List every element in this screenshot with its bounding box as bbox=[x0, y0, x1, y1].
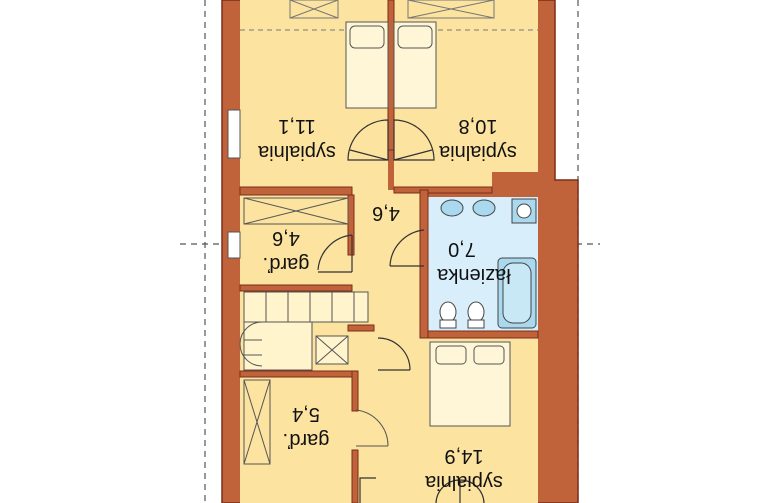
bathroom-area: 7,0 bbox=[448, 238, 476, 260]
bedroom-2-name: sypialnia bbox=[438, 141, 517, 163]
windows bbox=[227, 109, 241, 259]
doors-top bbox=[347, 119, 435, 161]
wardrobe-1-door bbox=[317, 234, 353, 273]
bedroom-3-name: sypialnia bbox=[424, 471, 503, 493]
wardrobe-2-fittings bbox=[243, 379, 389, 465]
window-left-2 bbox=[227, 231, 241, 259]
stairs bbox=[239, 291, 369, 371]
wardrobe-1-area: 4,6 bbox=[272, 227, 300, 249]
doors-bottom bbox=[359, 477, 485, 503]
bedroom-3-area: 14,9 bbox=[445, 445, 484, 467]
beds-top bbox=[345, 21, 437, 109]
hall-area: 4,6 bbox=[372, 202, 400, 224]
sink-1 bbox=[440, 199, 464, 217]
wardrobe-2-area: 5,4 bbox=[292, 403, 320, 425]
bed-3 bbox=[429, 341, 511, 427]
bathroom-fixtures bbox=[439, 198, 537, 329]
toilet-1 bbox=[439, 301, 457, 323]
bedroom-2-area: 10,8 bbox=[459, 115, 498, 137]
toilet-2 bbox=[467, 301, 485, 323]
wardrobe-2-floor bbox=[240, 375, 352, 503]
bedroom-1-name: sypialnia bbox=[257, 141, 336, 163]
wardrobe-1-shelf bbox=[243, 197, 349, 225]
skylights bbox=[240, 0, 538, 31]
bedroom-1-area: 11,1 bbox=[278, 115, 315, 137]
bathroom-door bbox=[389, 229, 425, 267]
hall-door bbox=[377, 337, 411, 371]
room-labels: sypialnia 11,1 sypialnia 10,8 4,6 garď. … bbox=[257, 115, 517, 493]
wardrobe-1-name: garď. bbox=[263, 253, 310, 275]
window-left-1 bbox=[227, 109, 241, 159]
bathroom-name: łazienka bbox=[436, 264, 510, 286]
sink-2 bbox=[472, 199, 496, 217]
wardrobe-2-name: garď. bbox=[283, 429, 330, 451]
